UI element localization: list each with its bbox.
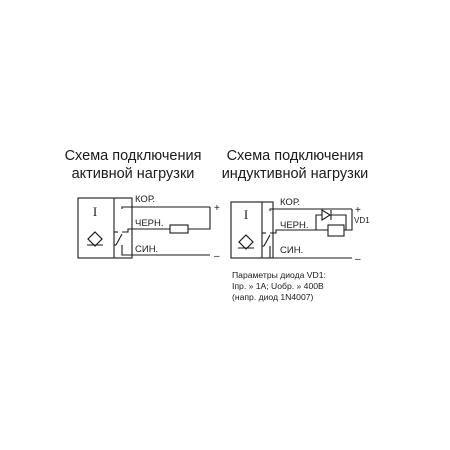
left-schema-title: Схема подключения активной нагрузки: [58, 147, 208, 183]
right-sensor-symbol: I: [244, 207, 248, 222]
left-sensor-diamond-icon: [87, 231, 103, 247]
right-title-line2: индуктивной нагрузки: [221, 166, 369, 182]
right-label-brown: КОР.: [280, 197, 300, 208]
right-diode-triangle-icon: [321, 209, 332, 221]
right-label-black: ЧЕРН.: [280, 220, 309, 231]
left-sensor-body: [77, 197, 133, 259]
right-label-minus: –: [355, 254, 361, 265]
right-schema: I КОР. ЧЕРН. СИН. + – VD1: [230, 197, 370, 265]
left-schema: I КОР. ЧЕРН. СИН. + –: [77, 194, 220, 262]
right-diode-label: VD1: [354, 216, 370, 225]
diode-params-line1: Параметры диода VD1:: [232, 270, 326, 280]
right-wire-black: [270, 229, 328, 234]
left-sensor-symbol: I: [93, 204, 97, 219]
right-switch-contact: [263, 234, 271, 247]
left-label-blue: СИН.: [135, 244, 158, 255]
right-wire-blue: [269, 246, 352, 259]
left-title-line2: активной нагрузки: [71, 166, 195, 182]
left-label-black: ЧЕРН.: [135, 218, 164, 229]
right-inductive-coil: [327, 224, 345, 237]
left-load-return: [188, 207, 211, 230]
right-sensor-body: [230, 201, 274, 259]
left-title-line1: Схема подключения: [64, 148, 202, 164]
right-label-plus: +: [355, 205, 361, 216]
diode-params-line2: Iпр. » 1А; Uобр. » 400В: [232, 281, 324, 291]
right-coil-return: [344, 209, 353, 231]
diode-params-line3: (напр. диод 1N4007): [232, 292, 314, 302]
left-label-plus: +: [214, 203, 220, 214]
left-label-minus: –: [214, 251, 220, 262]
right-title-line1: Схема подключения: [226, 148, 364, 164]
left-label-brown: КОР.: [135, 194, 155, 205]
right-sensor-diamond-icon: [238, 234, 254, 250]
right-label-blue: СИН.: [280, 245, 303, 256]
left-switch-contact: [115, 233, 123, 246]
diode-parameters: Параметры диода VD1: Iпр. » 1А; Uобр. » …: [232, 270, 326, 303]
left-wire-brown: [121, 206, 210, 209]
left-wire-black: [122, 228, 170, 233]
left-load-resistor: [169, 224, 189, 234]
right-wire-brown: [269, 208, 352, 211]
right-schema-title: Схема подключения индуктивной нагрузки: [220, 147, 370, 183]
